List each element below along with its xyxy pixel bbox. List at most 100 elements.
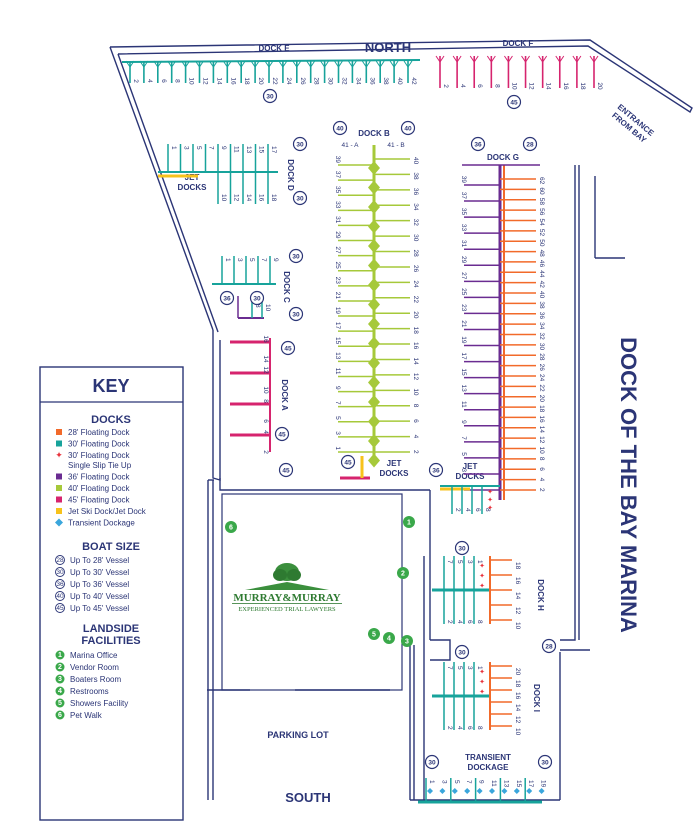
size-badge-h-label: 30 bbox=[458, 546, 466, 553]
transient-diamond-icon bbox=[538, 788, 545, 794]
size-badge-f bbox=[506, 94, 522, 110]
dock-g-slip-number: 15 bbox=[460, 368, 467, 376]
dock-e-finger-brace bbox=[324, 60, 330, 68]
dock-h-slip-number: 1 bbox=[476, 560, 483, 564]
dock-b-slip-number: 19 bbox=[334, 307, 341, 315]
transient-slip-number: 17 bbox=[527, 780, 534, 788]
single-slip-star-icon: ✦ bbox=[487, 496, 493, 504]
key-facility-4-label: Restrooms bbox=[70, 687, 109, 696]
dock-f-finger-brace bbox=[572, 55, 578, 63]
dock-d-slip-number: 14 bbox=[245, 194, 252, 202]
transient-diamond-icon bbox=[439, 788, 446, 794]
dock-e-finger-brace bbox=[167, 60, 173, 68]
transient-slip-number: 13 bbox=[502, 780, 509, 788]
size-badge-f-label: 45 bbox=[510, 100, 518, 107]
dock-e-slip-number: 24 bbox=[285, 77, 292, 85]
key-dock-item-7-label: Jet Ski Dock/Jet Dock bbox=[68, 507, 147, 516]
dock-g-slip-number: 9 bbox=[460, 420, 467, 424]
dock-g-slip-number: 11 bbox=[460, 401, 467, 408]
size-badge-c-30-label: 30 bbox=[253, 296, 261, 303]
dock-f-label: DOCK F bbox=[503, 39, 534, 48]
dock-g-slip-number: 29 bbox=[460, 256, 467, 264]
dock-g-slip-number: 48 bbox=[538, 250, 545, 258]
dock-f-finger-brace bbox=[521, 55, 526, 63]
restrooms-marker-label: 4 bbox=[387, 636, 391, 643]
key-dock-item-5-swatch bbox=[56, 485, 62, 491]
size-badge-right-28 bbox=[541, 638, 557, 654]
dock-b-slip-number: 2 bbox=[412, 450, 419, 454]
dock-a-slip-number: 2 bbox=[262, 450, 269, 454]
transient-label-2: DOCKAGE bbox=[468, 763, 510, 772]
dock-g-slip-number: 6 bbox=[538, 467, 545, 471]
dock-c-slip-number: 8 bbox=[254, 304, 261, 308]
dock-b-junction bbox=[368, 453, 380, 468]
dock-e-slip-number: 32 bbox=[341, 77, 348, 85]
dock-b-slip-number: 31 bbox=[334, 216, 341, 224]
key-docks-heading: DOCKS bbox=[91, 414, 131, 426]
dock-b-slip-number: 1 bbox=[334, 446, 341, 450]
dock-b-slip-number: 9 bbox=[334, 386, 341, 390]
dock-e-finger-brace bbox=[320, 60, 326, 68]
size-badge-a-corner bbox=[278, 462, 294, 478]
dock-b-slip-number: 17 bbox=[334, 322, 341, 330]
dock-h-slip-number: 12 bbox=[514, 607, 521, 615]
dock-e-finger-brace bbox=[139, 60, 145, 68]
dock-e-label: DOCK E bbox=[258, 44, 290, 53]
logo-tagline: EXPERIENCED TRIAL LAWYERS bbox=[238, 606, 336, 613]
dock-e-finger-brace bbox=[222, 60, 228, 68]
dock-e-finger-brace bbox=[389, 60, 395, 68]
size-badge-a-top-label: 45 bbox=[284, 346, 292, 353]
dock-e-finger-brace bbox=[338, 60, 343, 68]
dock-e-finger-brace bbox=[157, 60, 163, 68]
dock-a-slip-number: 6 bbox=[262, 419, 269, 423]
dock-i-slip-number: 4 bbox=[456, 726, 463, 730]
dock-g-slip-number: 22 bbox=[538, 384, 545, 392]
boaters-room-marker-label: 3 bbox=[405, 639, 409, 646]
dock-b-slip-number: 28 bbox=[412, 250, 419, 258]
dock-e-finger-brace bbox=[226, 60, 232, 68]
dock-g-slip-number: 2 bbox=[538, 488, 545, 492]
dock-i-star-icon: ✦ bbox=[479, 688, 485, 696]
size-badge-b-right-label: 40 bbox=[404, 126, 412, 133]
dock-e-finger-brace bbox=[129, 60, 135, 68]
dock-b-slip-number: 13 bbox=[334, 352, 341, 360]
dock-a-slip-number: 10 bbox=[262, 386, 269, 394]
dock-g-slip-number: 52 bbox=[538, 229, 545, 237]
dock-b-slip-number: 25 bbox=[334, 262, 341, 270]
dock-e-walkway bbox=[121, 59, 421, 63]
dock-b-41b: 41 - B bbox=[387, 142, 404, 149]
dock-c-slip-number: 5 bbox=[248, 258, 255, 262]
showers-facility-marker bbox=[368, 628, 380, 640]
dock-e-finger-brace bbox=[347, 60, 353, 68]
key-boat-size-30-badge bbox=[55, 567, 65, 577]
dock-e-finger-brace bbox=[292, 60, 298, 68]
dock-b-slip-number: 7 bbox=[334, 401, 341, 405]
murray-logo: MURRAY&MURRAY EXPERIENCED TRIAL LAWYERS bbox=[232, 563, 342, 613]
dock-g-slip-number: 25 bbox=[460, 288, 467, 296]
dock-h-slip-number: 2 bbox=[446, 620, 453, 624]
dock-g-label: DOCK G bbox=[487, 153, 519, 162]
dock-b-slip-number: 6 bbox=[412, 419, 419, 423]
dock-b-junction bbox=[368, 278, 380, 292]
dock-i-star-icon: ✦ bbox=[479, 668, 485, 676]
key-boat-size-36-number: 36 bbox=[56, 581, 64, 588]
dock-h-slip-number: 6 bbox=[466, 620, 473, 624]
size-badge-d-top-label: 30 bbox=[296, 142, 304, 149]
dock-b-slip-number: 22 bbox=[412, 296, 419, 304]
key-boat-size-heading: BOAT SIZE bbox=[82, 541, 140, 553]
dock-g-slip-number: 36 bbox=[538, 312, 545, 320]
dock-f-finger-brace bbox=[435, 55, 441, 63]
south-label: SOUTH bbox=[285, 790, 331, 805]
dock-a-slip-number: 16 bbox=[262, 335, 269, 343]
dock-d-slip-number: 16 bbox=[258, 194, 265, 202]
dock-g-slip-number: 33 bbox=[460, 224, 467, 232]
dock-b-junction bbox=[368, 434, 380, 448]
size-badge-i bbox=[454, 644, 470, 660]
dock-e-finger-brace bbox=[153, 60, 159, 68]
dock-b-slip-number: 23 bbox=[334, 277, 341, 285]
shoreline-walls bbox=[109, 39, 693, 801]
dock-b-slip-number: 8 bbox=[412, 404, 419, 408]
